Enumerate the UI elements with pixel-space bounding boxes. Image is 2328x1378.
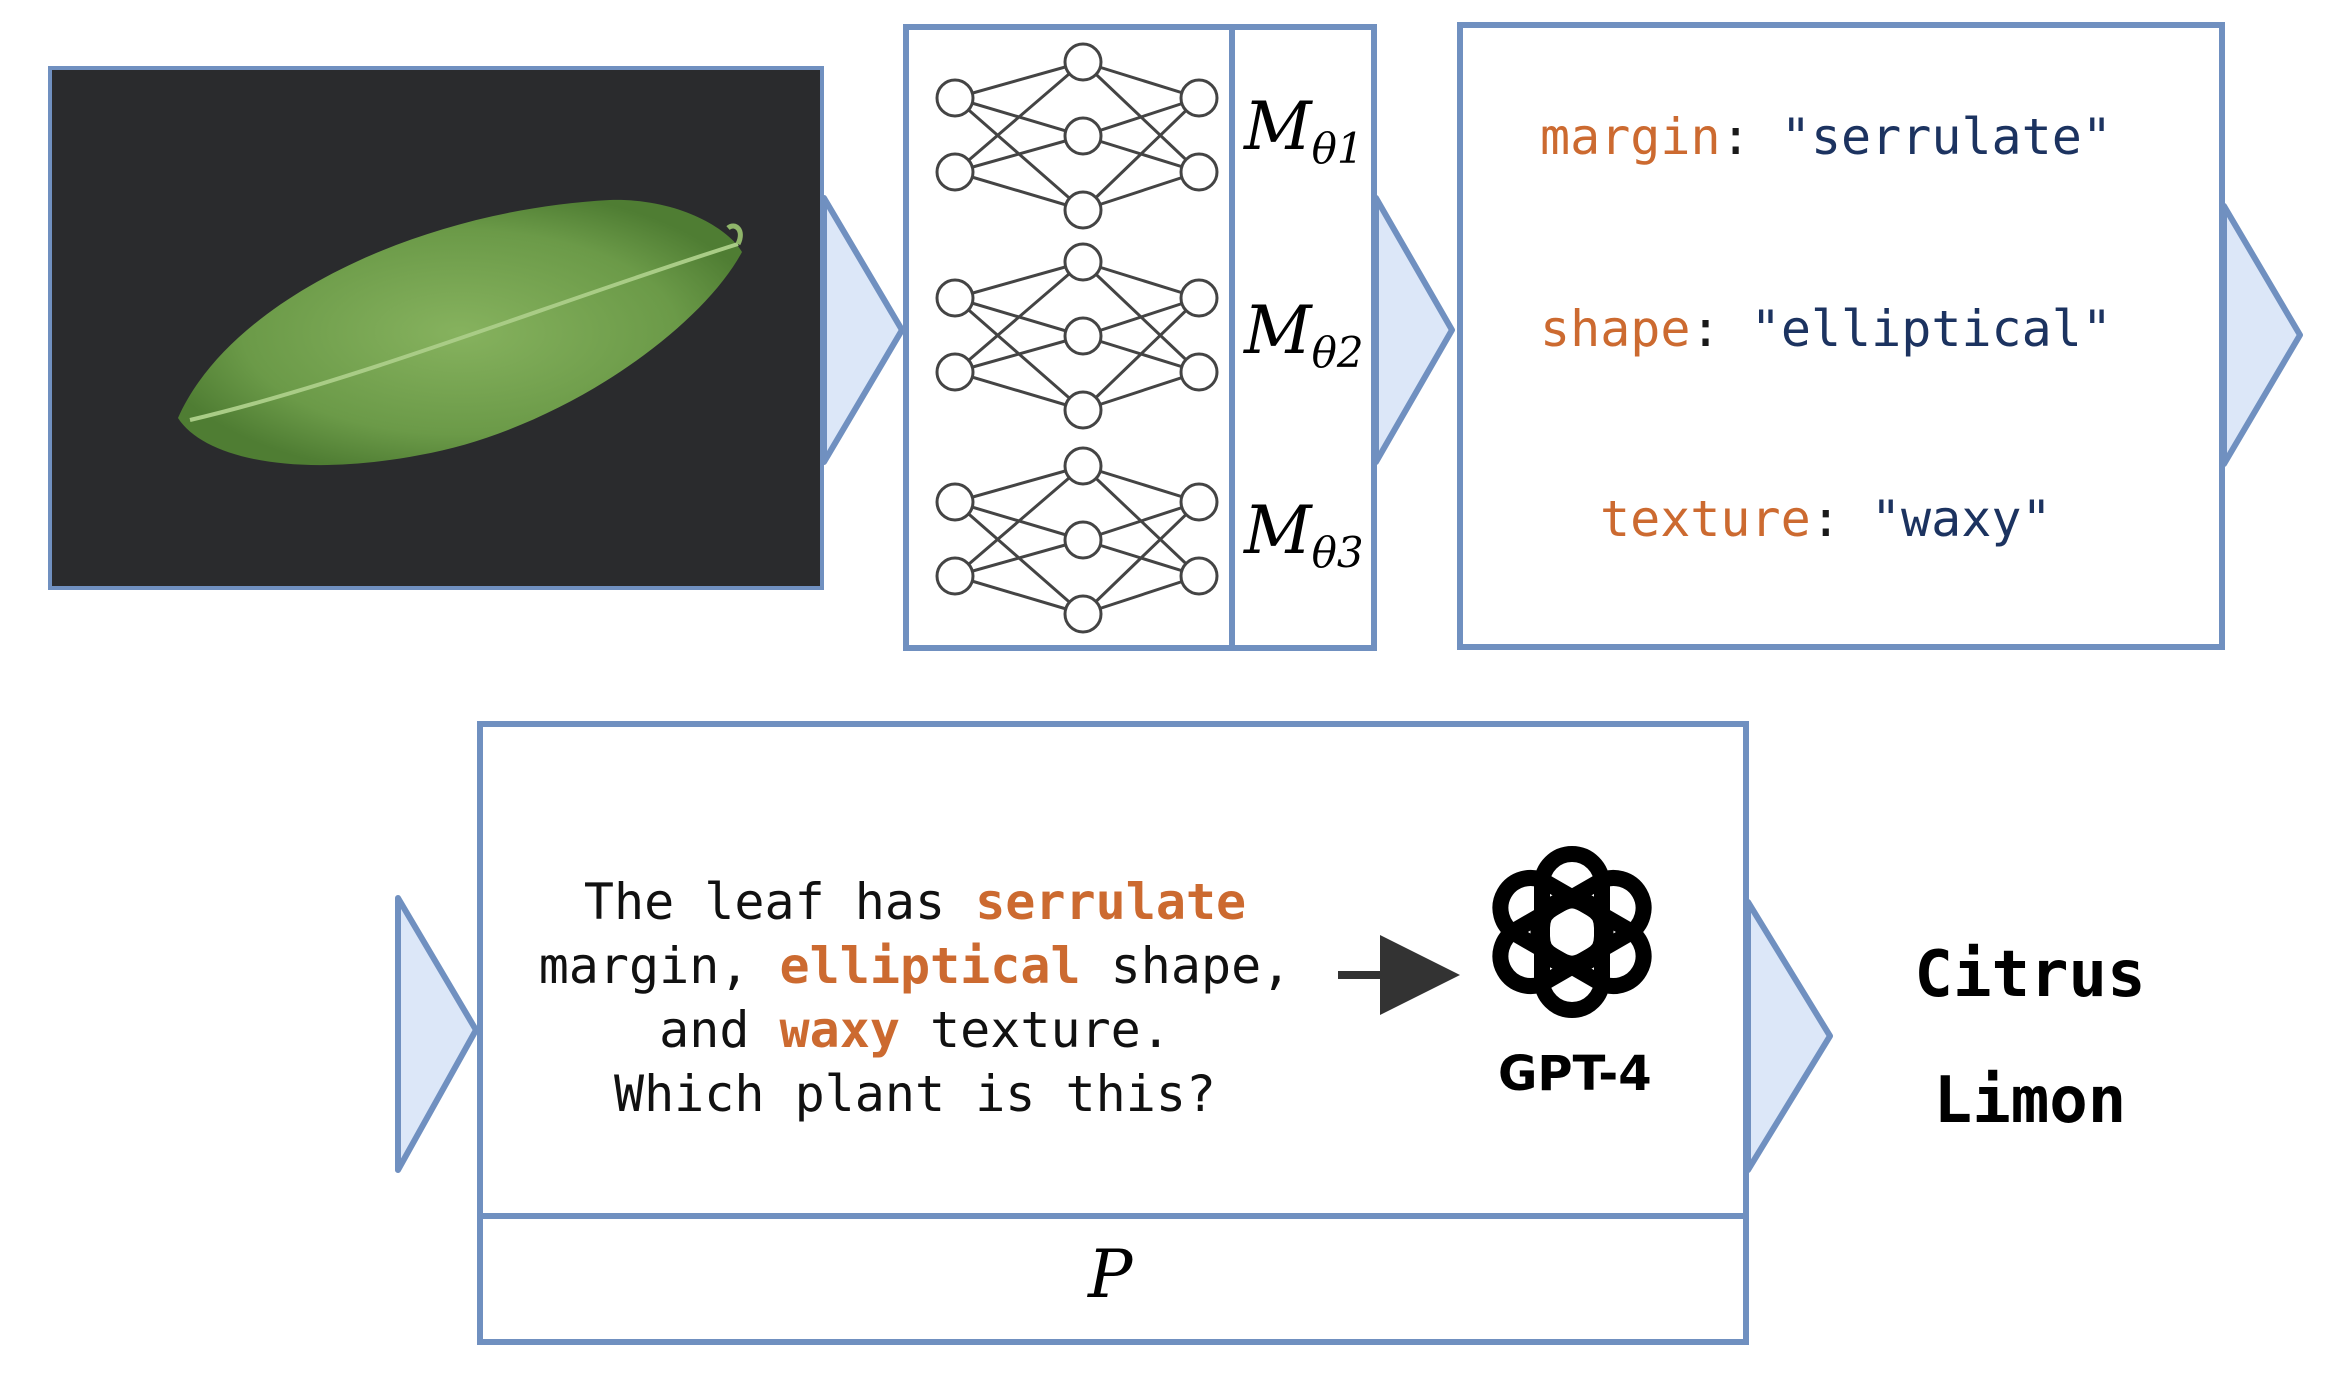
prompt-text: The leaf has serrulate margin, elliptica… <box>538 873 1292 1123</box>
model-label-2: Mθ2 <box>1244 292 1364 377</box>
prompt-label: P <box>1088 1236 1133 1313</box>
arrow-into-prompt <box>395 895 479 1173</box>
models-box <box>903 24 1377 651</box>
attribute-margin: margin: "serrulate" <box>1540 108 2112 166</box>
attribute-shape: shape: "elliptical" <box>1540 300 2112 358</box>
model-label-1: Mθ1 <box>1244 88 1364 173</box>
neural-network-3 <box>935 446 1219 634</box>
neural-network-2 <box>935 242 1219 430</box>
arrow-to-attributes <box>1373 195 1455 465</box>
neural-networks <box>935 42 1219 634</box>
neural-network-1 <box>935 42 1219 230</box>
prompt-box <box>477 721 1749 1345</box>
leaf-image <box>48 66 824 590</box>
arrow-to-answer <box>1745 899 1833 1173</box>
attributes-box <box>1457 22 2225 650</box>
answer-text: Citrus Limon <box>1914 938 2146 1138</box>
attribute-texture: texture: "waxy" <box>1600 490 2052 548</box>
llm-label: GPT-4 <box>1498 1046 1652 1102</box>
openai-logo-icon <box>1492 846 1652 1018</box>
arrow-out-attributes <box>2221 203 2303 467</box>
model-label-3: Mθ3 <box>1244 492 1364 577</box>
arrow-to-models <box>821 195 905 465</box>
